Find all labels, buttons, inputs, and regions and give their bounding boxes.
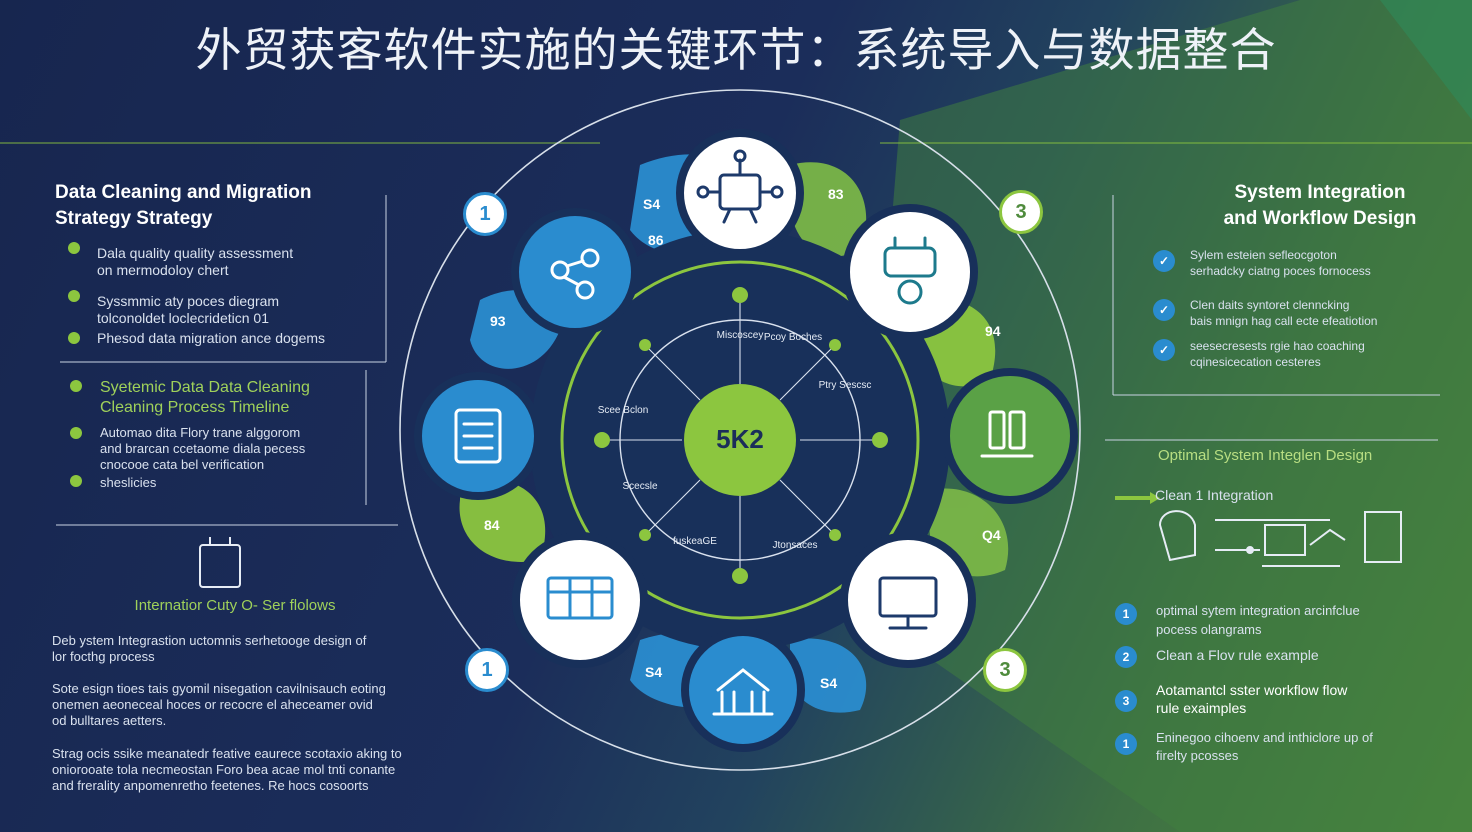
right-list-3: Aotamantcl sster workflow flow rule exai… [1156,681,1347,717]
right-list-4: Eninegoo cihoenv and inthiclore up of fi… [1156,729,1373,765]
ring-label: Jtonsaces [772,540,818,551]
ring-label: fuskeaGE [673,536,717,547]
right-item-3: seesecresests rgie hao coaching cqinesic… [1190,338,1365,370]
right-green-heading: Optimal System Integlen Design [1158,447,1373,464]
left-bullet2-2: sheslicies [100,474,156,491]
ring-label: Scecsle [622,481,658,492]
bullet-dot [70,475,82,487]
right-diagram-label: Clean 1 Integration [1155,487,1274,503]
right-item-2: Clen daits syntoret clenncking bais mnig… [1190,297,1377,329]
paragraph-line: Deb ystem Integrastion uctomnis serhetoo… [52,633,367,648]
check-badge: ✓ [1153,250,1175,272]
paragraph-line: oniorooate tola necmeostan Foro bea acae… [52,762,396,777]
list-line: optimal sytem integration arcinfclue [1156,603,1360,618]
bullet-line: tolconoldet loclecrideticn 01 [97,310,269,326]
hub-label: 5K2 [716,424,764,454]
ring-label: Miscoscey [716,330,764,341]
list-badge: 3 [1115,690,1137,712]
paragraph-line: Sote esign tioes tais gyomil nisegation … [52,681,386,696]
bullet-line: sheslicies [100,475,157,490]
paragraph-line: od bulltares aetters. [52,713,167,728]
bullet-dot [68,290,80,302]
left-heading-line: Strategy Strategy [55,208,213,229]
left-heading: Data Cleaning and Migration Strategy Str… [55,180,312,232]
petal-label: 83 [828,186,844,202]
bullet-line: Dala quality quality assessment [97,245,294,261]
right-heading-line: and Workflow Design [1223,208,1417,229]
item-line: cqinesicecation cesteres [1190,355,1321,369]
step-badge: 1 [465,648,509,692]
petal-label: S4 [820,675,838,691]
bullet-dot [68,242,80,254]
right-item-1: Sylem esteien sefleocgoton serhadcky cia… [1190,247,1371,279]
item-line: bais mnign hag call ecte efeatiotion [1190,314,1378,328]
right-heading: System Integration and Workflow Design [1160,180,1472,232]
left-paragraph-2: Sote esign tioes tais gyomil nisegation … [52,681,386,729]
item-line: Clen daits syntoret clenncking [1190,298,1350,312]
bullet-line: Phesod data migration ance dogems [97,330,326,346]
petal-label: 84 [484,517,500,533]
list-badge: 2 [1115,646,1137,668]
check-badge: ✓ [1153,299,1175,321]
right-list-1: optimal sytem integration arcinfclue poc… [1156,601,1360,639]
item-line: Sylem esteien sefleocgoton [1190,248,1337,262]
list-line: Clean a Flov rule example [1156,647,1319,663]
check-badge: ✓ [1153,339,1175,361]
left-bullet-3: Phesod data migration ance dogems [97,330,325,347]
petal-label: 93 [490,313,506,329]
petal-label: 86 [648,232,664,248]
right-list-2: Clean a Flov rule example [1156,647,1319,664]
left-bullet2-1: Automao dita Flory trane alggorom and br… [100,425,305,473]
bullet-line: and brarcan ccetaome diala pecess [100,441,306,456]
bullet-line: Automao dita Flory trane alggorom [100,425,301,440]
list-line: pocess olangrams [1156,622,1262,637]
left-green-heading: Syetemic Data Data Cleaning Cleaning Pro… [100,378,310,418]
bullet-dot [68,332,80,344]
paragraph-line: and frerality anpomenretho feetenes. Re … [52,778,369,793]
list-line: Aotamantcl sster workflow flow [1156,682,1348,698]
bullet-dot [70,380,82,392]
left-icon-caption: Internatior Cuty O- Ser flolows [134,597,336,614]
petal-label: 94 [985,323,1001,339]
petal-label: S4 [643,196,661,212]
left-heading-line: Data Cleaning and Migration [55,182,312,203]
left-bullet-1: Dala quality quality assessment on mermo… [97,245,293,279]
item-line: seesecresests rgie hao coaching [1190,339,1365,353]
ring-label: Pcoy Boches [763,332,823,343]
paragraph-line: lor focthg process [52,649,155,664]
left-paragraph-3: Strag ocis ssike meanatedr feative eaure… [52,746,402,794]
page-title: 外贸获客软件实施的关键环节：系统导入与数据整合 [195,23,1277,77]
bullet-line: Syssmmic aty poces diegram [97,293,280,309]
step-badge: 3 [983,648,1027,692]
ring-label: Ptry Sescsc [818,380,872,391]
green-heading-line: Syetemic Data Data Cleaning [100,379,310,396]
step-badge: 3 [999,190,1043,234]
left-paragraph-1: Deb ystem Integrastion uctomnis serhetoo… [52,633,366,665]
list-line: firelty pcosses [1156,748,1239,763]
petal-label: S4 [645,664,663,680]
item-line: serhadcky ciatng poces fornocess [1190,264,1371,278]
bullet-line: cnocooe cata bel verification [100,457,265,472]
list-badge: 1 [1115,733,1137,755]
paragraph-line: Strag ocis ssike meanatedr feative eaure… [52,746,402,761]
petal-label: Q4 [982,527,1001,543]
list-badge: 1 [1115,603,1137,625]
list-line: rule exaimples [1156,700,1247,716]
right-heading-line: System Integration [1234,182,1406,203]
left-bullet-2: Syssmmic aty poces diegram tolconoldet l… [97,293,279,327]
ring-label: Scee Bclon [597,405,649,416]
list-line: Eninegoo cihoenv and inthiclore up of [1156,730,1373,745]
paragraph-line: onemen aeoneceal hoces or recocre el ahe… [52,697,373,712]
bullet-dot [70,427,82,439]
bullet-line: on mermodoloy chert [97,262,229,278]
step-badge: 1 [463,192,507,236]
green-heading-line: Cleaning Process Timeline [100,399,290,416]
